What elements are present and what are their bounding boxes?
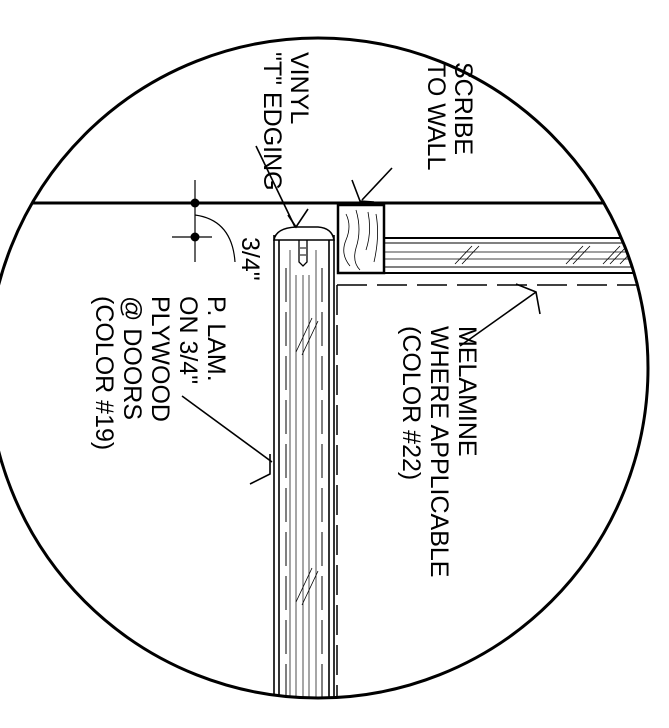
detail-circle bbox=[0, 36, 650, 700]
drawing-geometry bbox=[0, 145, 648, 698]
note-dimension: 3/4" bbox=[236, 237, 264, 281]
note-plam-line1: P. LAM. bbox=[202, 296, 230, 382]
dimension-marks bbox=[172, 180, 236, 263]
note-plam-line5: (COLOR #19) bbox=[90, 296, 118, 450]
note-plam-line2: ON 3/4" bbox=[174, 296, 202, 384]
melamine-line bbox=[336, 284, 648, 698]
note-melamine: MELAMINE WHERE APPLICABLE (COLOR #22) bbox=[397, 326, 481, 577]
note-vinyl-line2: "T" EDGING bbox=[258, 52, 286, 191]
note-vinyl: VINYL "T" EDGING bbox=[258, 52, 313, 191]
note-plam-line3: PLYWOOD bbox=[146, 296, 174, 422]
note-plam-line4: @ DOORS bbox=[118, 296, 146, 420]
note-melamine-line1: MELAMINE bbox=[453, 326, 481, 457]
scribe-block bbox=[336, 203, 386, 275]
note-vinyl-line1: VINYL bbox=[285, 52, 313, 124]
note-dimension-text: 3/4" bbox=[236, 237, 264, 281]
door-panel bbox=[273, 235, 335, 698]
note-plam: P. LAM. ON 3/4" PLYWOOD @ DOORS (COLOR #… bbox=[90, 296, 230, 450]
note-melamine-line2: WHERE APPLICABLE bbox=[425, 326, 453, 577]
cabinet-panel bbox=[384, 237, 648, 274]
note-scribe-line2: TO WALL bbox=[422, 62, 450, 170]
note-scribe: SCRIBE TO WALL bbox=[422, 62, 477, 170]
note-melamine-line3: (COLOR #22) bbox=[397, 326, 425, 480]
leader-lines bbox=[181, 145, 541, 485]
note-scribe-line1: SCRIBE bbox=[449, 62, 477, 155]
vinyl-t-edging bbox=[273, 226, 335, 267]
